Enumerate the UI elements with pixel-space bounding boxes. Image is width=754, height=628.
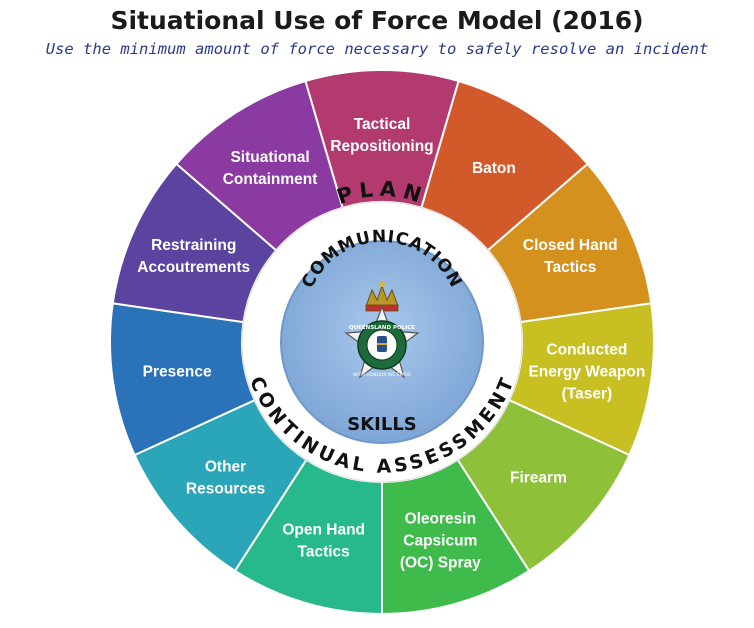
wheel-segment-label-line: Baton <box>472 160 516 177</box>
police-badge-logo: QUEENSLAND POLICE WITH HONOUR WE SERVE <box>344 281 420 379</box>
wheel-segment-label-line: Closed Hand <box>523 237 618 254</box>
wheel-segment-label-line: Tactics <box>298 544 350 561</box>
wheel-segment-label-line: Containment <box>223 171 318 188</box>
wheel-segment-label-line: (Taser) <box>562 385 613 402</box>
wheel-segment-label-line: Restraining <box>151 237 236 254</box>
wheel-segment-label-line: (OC) Spray <box>400 555 481 572</box>
wheel-segment-label-line: Firearm <box>510 470 567 487</box>
wheel-segment-label-8: Presence <box>143 363 212 380</box>
wheel-segment-label-line: Accoutrements <box>137 259 250 276</box>
wheel-segment-label-line: Repositioning <box>330 138 433 155</box>
badge-text: QUEENSLAND POLICE <box>349 325 415 331</box>
center-text-skills: SKILLS <box>347 414 417 435</box>
wheel-segment-label-line: Tactical <box>354 116 411 133</box>
wheel-segment-label-line: Resources <box>186 481 265 498</box>
page-subtitle: Use the minimum amount of force necessar… <box>45 40 709 58</box>
wheel-segment-label-line: Capsicum <box>403 533 477 550</box>
wheel-segment-label-line: Conducted <box>546 341 627 358</box>
badge-motto: WITH HONOUR WE SERVE <box>353 372 411 378</box>
wheel-segment-label-line: Presence <box>143 363 212 380</box>
segments-layer <box>109 69 655 616</box>
wheel-segment-label-line: Open Hand <box>282 522 365 539</box>
wheel-segment-label-4: Firearm <box>510 470 567 487</box>
wheel-segment-label-line: Other <box>205 459 246 476</box>
wheel-segment-label-line: Situational <box>230 149 309 166</box>
wheel-segment-label-line: Tactics <box>544 259 596 276</box>
wheel-segment-label-1: Baton <box>472 160 516 177</box>
wheel-segment-label-line: Energy Weapon <box>528 363 645 380</box>
page-title: Situational Use of Force Model (2016) <box>110 6 644 35</box>
wheel-segment-label-line: Oleoresin <box>405 511 477 528</box>
